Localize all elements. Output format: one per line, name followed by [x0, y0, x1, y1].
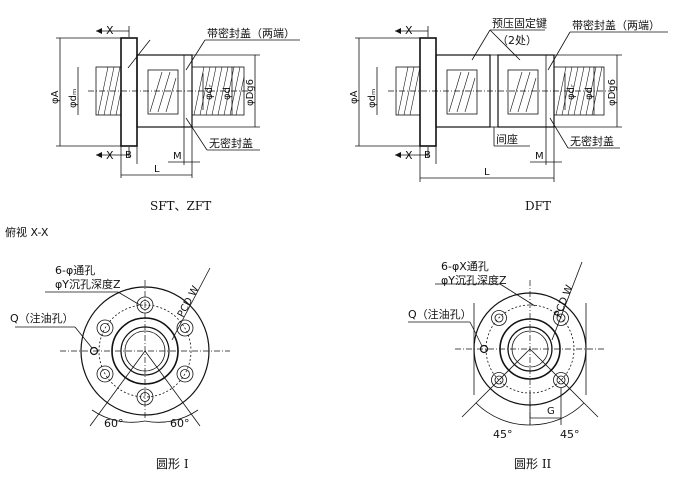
round2-oil-hole: [479, 344, 489, 354]
round2-counterbore-label: φY沉孔深度Z: [441, 273, 507, 287]
sft-dim-L: L: [154, 164, 160, 175]
dft-section-mark-top: X: [405, 24, 413, 37]
round-form-1: 6-φ通孔 φY沉孔深度Z Q（注油孔） PCD W 60° 60° 圆形 I: [10, 264, 230, 471]
dft-dim-A: φA: [349, 90, 360, 104]
dft-caption: DFT: [525, 199, 551, 213]
dft-dim-B: B: [424, 150, 431, 161]
dft-preload-key-count: （2处）: [497, 34, 537, 47]
sft-flange: [120, 37, 138, 147]
section-title: 俯视 X-X: [5, 225, 49, 239]
dft-dim-d: φd: [584, 87, 595, 100]
dft-side-view: X X φA φdₘ φdᵣ φd φDg6 B M L 预压固定键 （2处）: [349, 16, 668, 213]
round1-oil-hole: [89, 346, 99, 356]
dft-spacer-label: 间座: [496, 132, 518, 146]
round2-dim-G: G: [547, 406, 555, 417]
sft-dim-A: φA: [50, 90, 61, 104]
round1-angle-right: 60°: [170, 417, 190, 430]
sft-section-mark-top: X: [106, 24, 114, 37]
sft-dim-M: M: [173, 151, 182, 162]
round1-caption: 圆形 I: [156, 457, 189, 471]
sft-section-mark-bottom: X: [106, 149, 114, 162]
round1-holes-label: 6-φ通孔: [55, 264, 95, 277]
sft-dim-dm: φdₘ: [68, 89, 79, 108]
dft-flange: [419, 37, 437, 147]
round2-angle-right: 45°: [560, 428, 580, 441]
sft-caption: SFT、ZFT: [150, 199, 211, 213]
dft-dim-dm: φdₘ: [367, 89, 378, 108]
dft-dim-M: M: [535, 151, 544, 162]
round1-angle-left: 60°: [104, 417, 124, 430]
sft-seal-both-ends: 带密封盖（两端）: [207, 26, 295, 40]
round1-oil-hole-label: Q（注油孔）: [10, 311, 74, 325]
dft-dim-dr: φdᵣ: [566, 84, 577, 100]
sft-dim-dr: φdᵣ: [204, 84, 215, 100]
sft-dim-d: φd: [222, 87, 233, 100]
round1-outer-flange: [80, 286, 210, 416]
round2-pcd-circle: [485, 304, 575, 394]
round1-bolt-holes: [96, 296, 194, 406]
dft-preload-key: 预压固定键: [492, 16, 547, 30]
sft-dim-Dg6: φDg6: [245, 79, 256, 106]
round2-oil-hole-label: Q（注油孔）: [408, 307, 472, 321]
dft-no-seal: 无密封盖: [570, 134, 614, 148]
dft-section-mark-bottom: X: [405, 149, 413, 162]
round2-angle-left: 45°: [493, 428, 513, 441]
sft-dim-B: B: [125, 150, 132, 161]
round1-counterbore-label: φY沉孔深度Z: [55, 277, 121, 291]
round1-pcd-circle: [98, 304, 192, 398]
dft-dim-Dg6: φDg6: [607, 79, 618, 106]
sft-no-seal: 无密封盖: [209, 136, 253, 150]
round2-pcd-label: PCD W: [553, 284, 576, 320]
dft-seal-both-ends: 带密封盖（两端）: [572, 18, 660, 32]
round2-caption: 圆形 II: [514, 457, 552, 471]
round-form-2: 6-φX通孔 φY沉孔深度Z Q（注油孔） PCD W G 45° 45° 圆形…: [408, 260, 605, 471]
round2-holes-label: 6-φX通孔: [441, 260, 489, 273]
dft-dim-L: L: [484, 167, 490, 178]
sft-side-view: X X φA φdₘ φdᵣ φd φDg6 B M L 带密封盖（两: [50, 24, 300, 213]
round2-bolt-holes: [491, 310, 569, 388]
